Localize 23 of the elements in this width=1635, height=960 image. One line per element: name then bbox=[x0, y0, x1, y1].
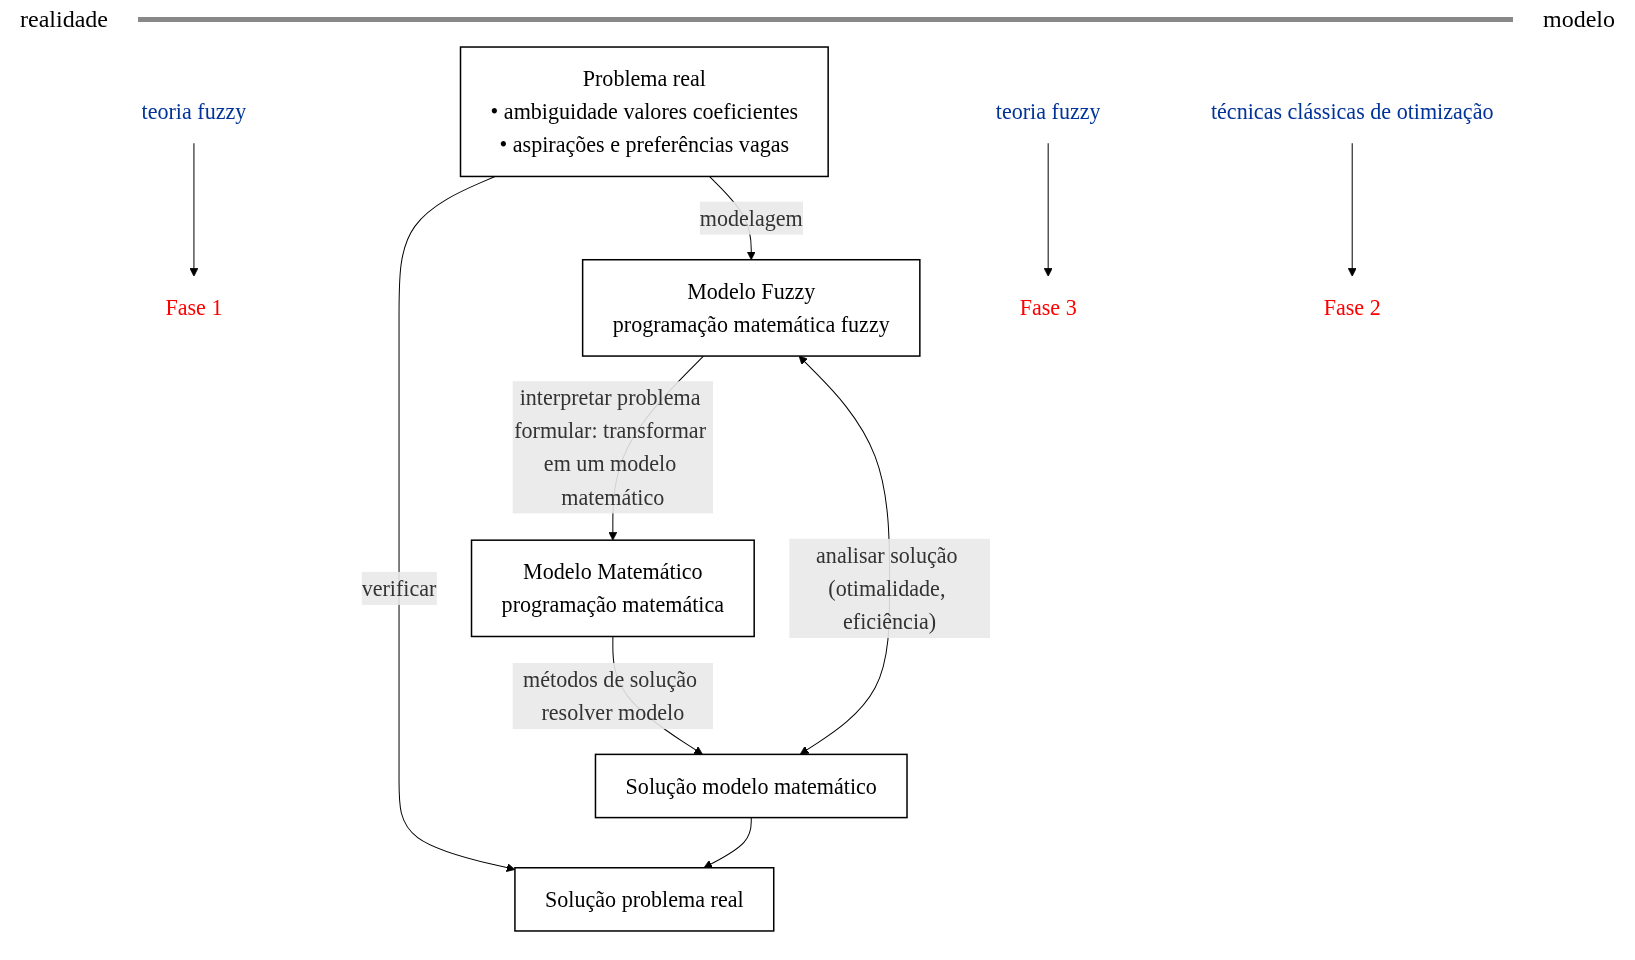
zone-label: realidade bbox=[20, 6, 108, 33]
edge-label: verificar bbox=[361, 575, 437, 601]
node-text: teoria fuzzy bbox=[995, 99, 1101, 125]
arrow bbox=[1347, 142, 1357, 277]
edge-label: analisar solução (otimalidade, eficiência) bbox=[816, 542, 958, 634]
arrow bbox=[398, 175, 516, 872]
node-text: teoria fuzzy bbox=[141, 99, 247, 125]
arrow bbox=[189, 142, 199, 277]
node-text: Fase 3 bbox=[1019, 295, 1077, 321]
edge-label: métodos de solução resolver modelo bbox=[523, 667, 698, 726]
node-box: Solução modelo matemático bbox=[594, 753, 908, 819]
edge-label: interpretar problema formular: transformar em um modelo matemático bbox=[514, 385, 707, 510]
node-text: técnicas clássicas de otimização bbox=[1210, 99, 1494, 125]
edge-label: modelagem bbox=[699, 205, 803, 231]
node-box: Modelo Fuzzy programação matemática fuzzy bbox=[581, 259, 921, 357]
node-box: Modelo Matemático programação matemática bbox=[470, 539, 755, 638]
arrow bbox=[1043, 142, 1053, 277]
zone-label: modelo bbox=[1543, 6, 1615, 33]
arrow bbox=[703, 817, 752, 869]
node-box: Problema real • ambiguidade valores coeficientes • aspirações e preferências vagas bbox=[459, 46, 829, 178]
node-text: Fase 1 bbox=[165, 295, 223, 321]
node-text: Fase 2 bbox=[1323, 295, 1381, 321]
node-box: Solução problema real bbox=[514, 867, 775, 932]
